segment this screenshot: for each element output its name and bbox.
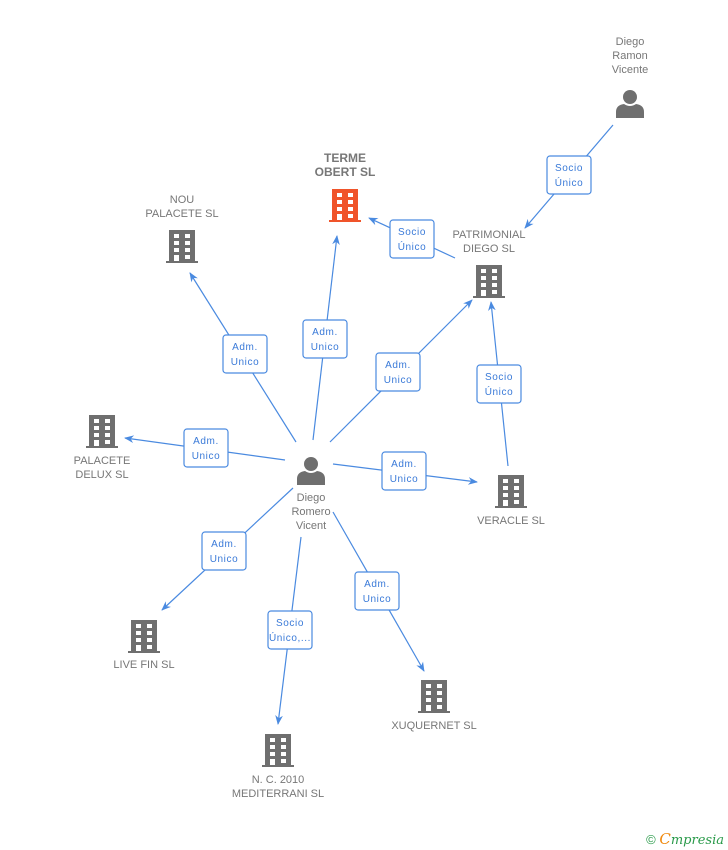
- building-icon[interactable]: [473, 265, 505, 298]
- brand-name: mpresia: [670, 833, 724, 848]
- edge-diego_romero-to-nc2010: SocioÚnico,...: [267, 536, 313, 725]
- edge-diego_romero-to-palacete_delux: Adm. Unico: [124, 428, 286, 468]
- copyright-icon: ©: [646, 832, 656, 847]
- relation-label-line: Adm.: [193, 436, 219, 447]
- relation-label-line: Socio: [276, 618, 304, 629]
- building-icon[interactable]: [329, 189, 361, 222]
- relation-label-line: Adm.: [385, 360, 411, 371]
- node-label[interactable]: Vicente: [612, 64, 649, 76]
- node-label[interactable]: NOU: [170, 194, 195, 206]
- node-label[interactable]: TERME: [324, 151, 366, 165]
- edge-diego_romero-to-terme: Adm. Unico: [302, 235, 348, 441]
- relation-label-box[interactable]: [375, 352, 421, 392]
- relation-label-line: Unico: [311, 342, 340, 353]
- relation-label-line: Adm.: [232, 342, 258, 353]
- node-label[interactable]: PALACETE SL: [145, 208, 218, 220]
- edge-diego_romero-to-xuquernet: Adm. Unico: [332, 511, 425, 672]
- node-label[interactable]: DELUX SL: [75, 469, 128, 481]
- building-icon[interactable]: [495, 475, 527, 508]
- relation-label-box[interactable]: [267, 610, 313, 650]
- brand-initial: C: [659, 830, 671, 848]
- building-icon[interactable]: [418, 680, 450, 713]
- building-icon[interactable]: [128, 620, 160, 653]
- relation-label-line: Socio: [485, 372, 513, 383]
- node-label[interactable]: Vicent: [296, 520, 326, 532]
- relation-label-line: Unico: [363, 594, 392, 605]
- node-nou[interactable]: NOU PALACETE SL: [145, 194, 219, 263]
- relation-label-line: Adm.: [211, 539, 237, 550]
- relation-label-box[interactable]: [546, 155, 592, 195]
- node-label[interactable]: Romero: [291, 506, 330, 518]
- relation-label-line: Socio: [555, 163, 583, 174]
- relation-label-box[interactable]: [183, 428, 229, 468]
- node-label[interactable]: N. C. 2010: [252, 774, 305, 786]
- relation-label-line: Único,...: [269, 631, 311, 644]
- relation-label-line: Unico: [384, 375, 413, 386]
- edge-diego_romero-to-veracle: Adm. Unico: [332, 451, 478, 491]
- edge-diego_romero-to-live_fin: Adm. Unico: [161, 487, 294, 611]
- node-label[interactable]: DIEGO SL: [463, 243, 515, 255]
- relation-label-line: Adm.: [364, 579, 390, 590]
- node-label[interactable]: XUQUERNET SL: [391, 720, 476, 732]
- relation-label-box[interactable]: [201, 531, 247, 571]
- node-live_fin[interactable]: LIVE FIN SL: [113, 620, 175, 671]
- node-label[interactable]: Ramon: [612, 50, 647, 62]
- relation-label-line: Unico: [210, 554, 239, 565]
- edge-diego_romero-to-patrimonial: Adm. Unico: [329, 299, 473, 443]
- person-icon[interactable]: [616, 90, 644, 118]
- relation-label-line: Unico: [192, 451, 221, 462]
- building-icon[interactable]: [86, 415, 118, 448]
- node-xuquernet[interactable]: XUQUERNET SL: [391, 680, 477, 732]
- relation-label-line: Socio: [398, 227, 426, 238]
- relation-label-line: Adm.: [312, 327, 338, 338]
- relation-label-line: Adm.: [391, 459, 417, 470]
- node-label[interactable]: MEDITERRANI SL: [232, 788, 324, 800]
- node-label[interactable]: OBERT SL: [315, 165, 376, 179]
- node-patrimonial[interactable]: PATRIMONIAL DIEGO SL: [453, 229, 526, 298]
- node-label[interactable]: PATRIMONIAL: [453, 229, 526, 241]
- building-icon[interactable]: [262, 734, 294, 767]
- relation-label-box[interactable]: [222, 334, 268, 374]
- relation-label-box[interactable]: [302, 319, 348, 359]
- node-veracle[interactable]: VERACLE SL: [477, 475, 545, 527]
- person-icon[interactable]: [297, 457, 325, 485]
- building-icon[interactable]: [166, 230, 198, 263]
- relation-label-line: Único: [555, 176, 584, 189]
- edge-diego_romero-to-nou: Adm. Unico: [189, 272, 297, 443]
- relation-label-line: Unico: [390, 474, 419, 485]
- node-label[interactable]: PALACETE: [74, 455, 131, 467]
- relation-label-box[interactable]: [389, 219, 435, 259]
- empresia-logo[interactable]: © Cmpresia: [646, 830, 724, 848]
- relation-label-box[interactable]: [354, 571, 400, 611]
- node-label[interactable]: Diego: [616, 36, 645, 48]
- relation-label-box[interactable]: [476, 364, 522, 404]
- node-label[interactable]: LIVE FIN SL: [113, 659, 174, 671]
- node-label[interactable]: VERACLE SL: [477, 515, 545, 527]
- node-label[interactable]: Diego: [297, 492, 326, 504]
- relation-label-line: Único: [485, 385, 514, 398]
- relation-label-line: Único: [398, 240, 427, 253]
- node-palacete_delux[interactable]: PALACETE DELUX SL: [74, 415, 131, 481]
- relation-label-box[interactable]: [381, 451, 427, 491]
- relation-label-line: Unico: [231, 357, 260, 368]
